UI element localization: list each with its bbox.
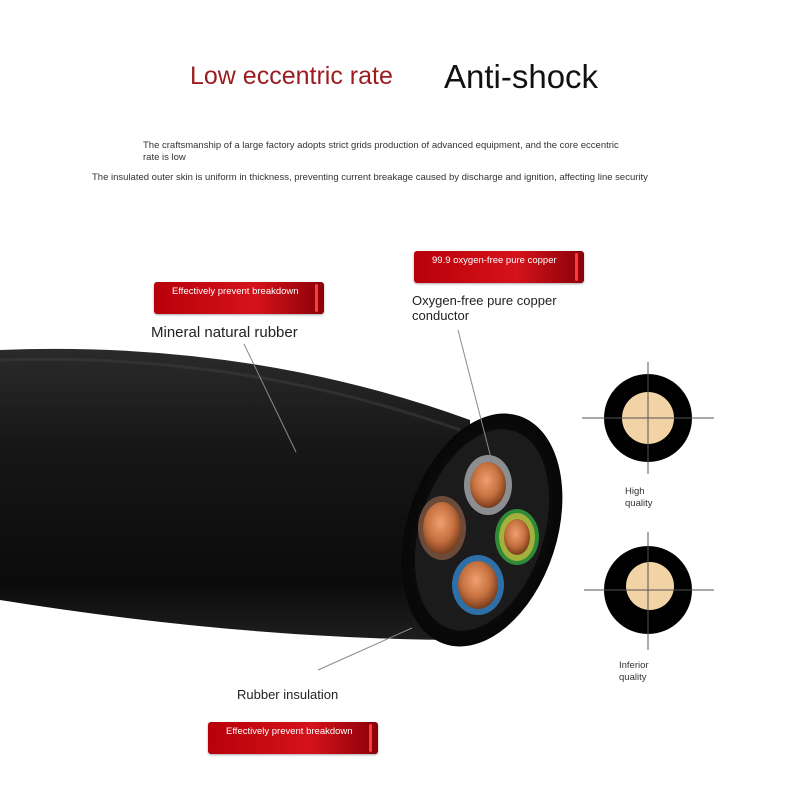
- insulation-text: The insulated outer skin is uniform in t…: [92, 172, 648, 183]
- copper-core-brown: [418, 496, 466, 560]
- pointer-line-rubber: [243, 343, 297, 453]
- high-quality-cross-section: [582, 362, 714, 474]
- pointer-line-insulation: [317, 627, 413, 671]
- label-rubber-insulation: Rubber insulation: [237, 687, 339, 702]
- badge-prevent-breakdown-bottom: Effectively prevent breakdown: [208, 722, 378, 754]
- label-mineral-natural-rubber: Mineral natural rubber: [151, 324, 298, 341]
- label-high-quality: High quality: [625, 486, 653, 509]
- heading-low-eccentric-rate: Low eccentric rate: [190, 62, 393, 90]
- inferior-quality-cross-section: [584, 532, 714, 650]
- label-copper-conductor: Oxygen-free pure copper conductor: [412, 293, 557, 323]
- cable-end-face: [401, 413, 563, 647]
- label-inferior-quality: Inferior quality: [619, 660, 649, 683]
- copper-core-grey: [464, 455, 512, 515]
- badge-oxygen-free-copper: 99.9 oxygen-free pure copper: [414, 251, 584, 283]
- cable-body: [0, 348, 470, 640]
- heading-anti-shock: Anti-shock: [444, 58, 599, 95]
- copper-core-yellow-green: [495, 509, 539, 565]
- copper-core-blue: [452, 555, 504, 615]
- craftsmanship-text: The craftsmanship of a large factory ado…: [143, 140, 619, 163]
- pointer-line-conductor: [457, 329, 493, 463]
- badge-prevent-breakdown-top: Effectively prevent breakdown: [154, 282, 324, 314]
